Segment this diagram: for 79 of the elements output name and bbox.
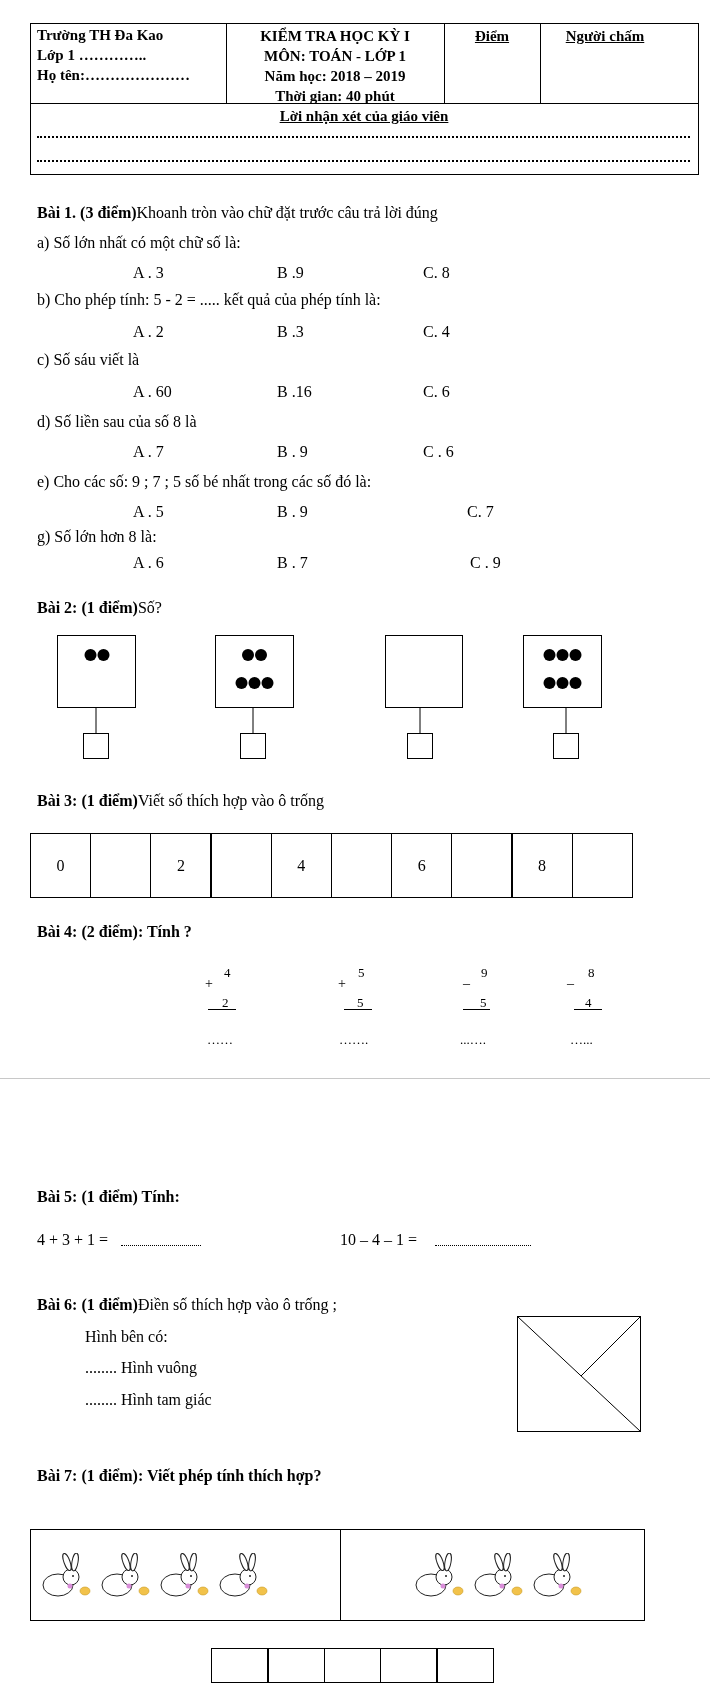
answer-option: A . 60 <box>133 383 172 401</box>
answer-option: A . 6 <box>133 554 164 572</box>
answer-option: C . 9 <box>470 554 501 572</box>
answer-option: C . 6 <box>423 443 454 461</box>
header-text: Điểm <box>474 27 510 45</box>
counting-box <box>385 635 463 708</box>
table-cell: 2 <box>150 833 212 898</box>
question-heading: Bài 6: (1 điểm)Điền số thích hợp vào ô trống ; <box>37 1296 337 1314</box>
answer-option: B . 9 <box>277 503 308 521</box>
question-text: ........ Hình vuông <box>85 1359 197 1377</box>
answer-option: B .3 <box>277 323 304 341</box>
table-cell: 4 <box>270 833 332 898</box>
answer-option: C. 4 <box>423 323 450 341</box>
question-heading: Bài 5: (1 điểm) Tính: <box>37 1188 180 1206</box>
number: 4 <box>585 994 592 1012</box>
answer-option: A . 5 <box>133 503 164 521</box>
question-text: g) Số lớn hơn 8 là: <box>37 528 157 546</box>
operator-sign: – <box>567 975 574 993</box>
question-heading: Bài 1. (3 điểm)Khoanh tròn vào chữ đặt trước câu trả lời đúng <box>37 204 438 222</box>
question-text: d) Số liền sau của số 8 là <box>37 413 197 431</box>
answer-option: A . 3 <box>133 264 164 282</box>
answer-box <box>407 733 433 759</box>
answer-option: C. 6 <box>423 383 450 401</box>
question-text: ........ Hình tam giác <box>85 1391 212 1409</box>
header-text: Người chấm <box>565 27 645 45</box>
number: 2 <box>222 994 229 1012</box>
question-heading: Bài 2: (1 điểm)Số? <box>37 599 162 617</box>
question-text: b) Cho phép tính: 5 - 2 = ..... kết quả của phép tính là: <box>37 291 381 309</box>
connector-line <box>419 707 421 734</box>
number: 9 <box>481 964 488 982</box>
question-text: 4 + 3 + 1 = <box>37 1231 109 1249</box>
question-text: c) Số sáu viết là <box>37 351 140 369</box>
table-cell: 6 <box>391 833 453 898</box>
answer-dots: ……. <box>339 1031 369 1049</box>
answer-dots: …… <box>207 1031 233 1049</box>
number: 4 <box>224 964 231 982</box>
question-text: 10 – 4 – 1 = <box>340 1231 418 1249</box>
answer-dots: ...…. <box>460 1031 486 1049</box>
header-text: Lớp 1 ………….. <box>37 46 147 64</box>
question-heading: Bài 7: (1 điểm): Viết phép tính thích hợp? <box>37 1467 322 1485</box>
answer-box <box>83 733 109 759</box>
answer-option: B .16 <box>277 383 312 401</box>
answer-option: B . 7 <box>277 554 308 572</box>
question-text: Hình bên có: <box>85 1328 168 1346</box>
connector-line <box>95 707 97 734</box>
header-text: MÔN: TOÁN - LỚP 1 <box>264 47 406 65</box>
connector-line <box>252 707 254 734</box>
header-text: Trường TH Đa Kao <box>37 26 164 44</box>
answer-option: A . 7 <box>133 443 164 461</box>
counting-box <box>523 635 602 708</box>
question-heading: Bài 4: (2 điểm): Tính ? <box>37 923 192 941</box>
connector-line <box>565 707 567 734</box>
operator-sign: + <box>338 975 346 993</box>
answer-option: C. 7 <box>467 503 494 521</box>
question-text: e) Cho các số: 9 ; 7 ; 5 số bé nhất trong các số đó là: <box>37 473 372 491</box>
answer-dots: …... <box>570 1031 593 1049</box>
number: 5 <box>480 994 487 1012</box>
header-text: Họ tên:………………… <box>37 66 190 84</box>
header-text: Năm học: 2018 – 2019 <box>264 67 406 85</box>
number: 8 <box>588 964 595 982</box>
header-text: Lời nhận xét của giáo viên <box>279 107 449 125</box>
operator-sign: – <box>463 975 470 993</box>
question-text: a) Số lớn nhất có một chữ số là: <box>37 234 241 252</box>
question-heading: Bài 3: (1 điểm)Viết số thích hợp vào ô trống <box>37 792 324 810</box>
header-text: KIỂM TRA HỌC KỲ I <box>260 27 410 45</box>
number: 5 <box>357 994 364 1012</box>
counting-box <box>57 635 136 708</box>
number: 5 <box>358 964 365 982</box>
answer-option: C. 8 <box>423 264 450 282</box>
table-cell: 8 <box>511 833 573 898</box>
answer-box <box>240 733 266 759</box>
counting-box <box>215 635 294 708</box>
operator-sign: + <box>205 975 213 993</box>
answer-option: B . 9 <box>277 443 308 461</box>
answer-option: A . 2 <box>133 323 164 341</box>
answer-option: B .9 <box>277 264 304 282</box>
header-text: Thời gian: 40 phút <box>275 87 395 105</box>
answer-box <box>553 733 579 759</box>
table-cell: 0 <box>30 833 91 898</box>
